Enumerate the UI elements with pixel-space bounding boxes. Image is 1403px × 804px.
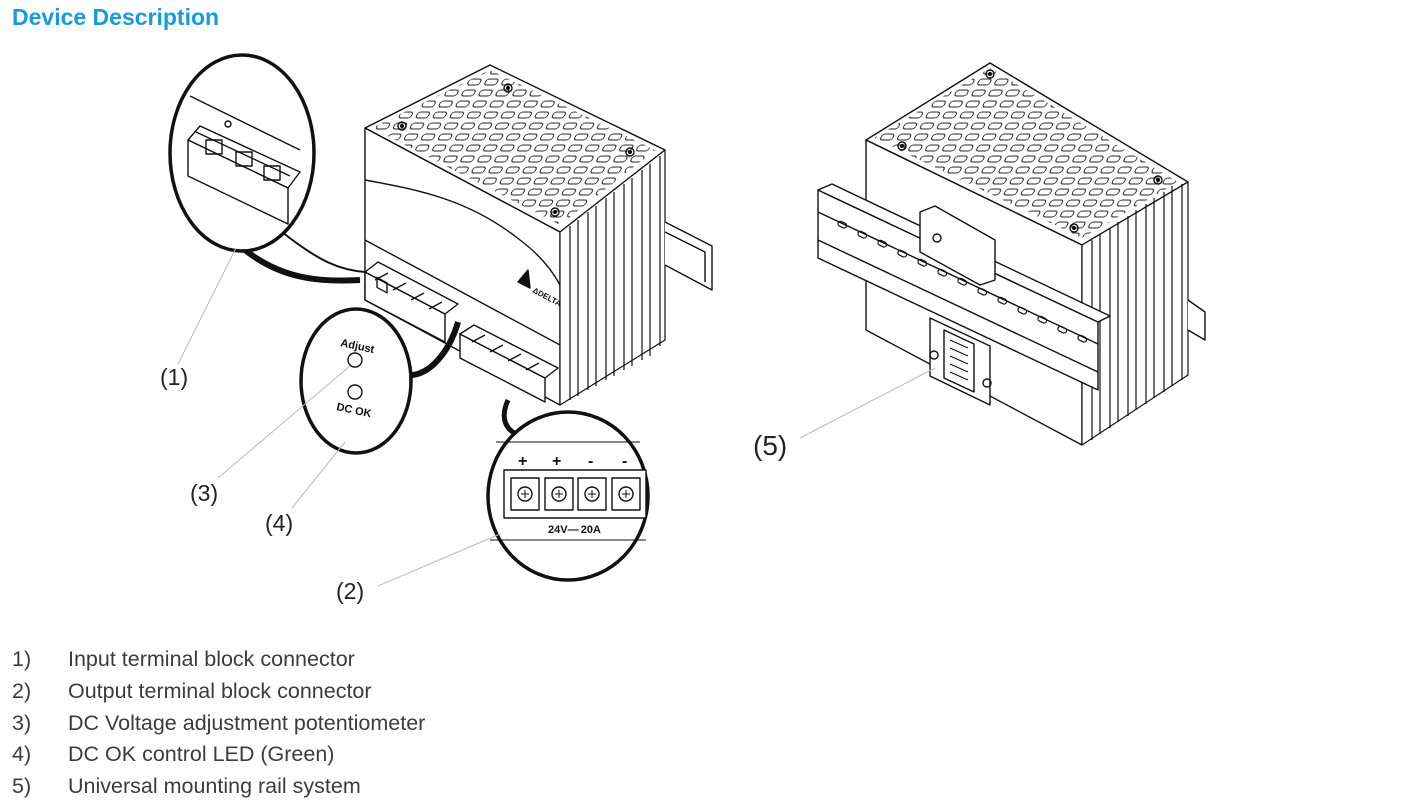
legend-item: 1) Input terminal block connector xyxy=(12,644,425,676)
polarity-4: - xyxy=(622,453,627,470)
polarity-1: + xyxy=(518,453,527,470)
legend-number: 2) xyxy=(12,678,32,703)
legend-item: 3) DC Voltage adjustment potentiometer xyxy=(12,708,425,740)
front-device: ΔDELTA xyxy=(364,64,713,406)
legend-text: Output terminal block connector xyxy=(68,678,372,703)
callout-4: (4) xyxy=(265,510,294,536)
component-legend: 1) Input terminal block connector 2) Outpu… xyxy=(12,644,425,803)
input-terminal-block xyxy=(364,261,459,343)
legend-number: 4) xyxy=(12,742,32,767)
page-title: Device Description xyxy=(12,4,220,30)
legend-number: 1) xyxy=(12,647,32,671)
legend-text: DC Voltage adjustment potentiometer xyxy=(68,710,426,735)
output-terminal-block xyxy=(459,324,559,403)
legend-text: Input terminal block connector xyxy=(68,647,355,671)
zoom-output-terminals: + + - - 24V— 20A xyxy=(377,398,650,587)
legend-number: 3) xyxy=(12,710,32,735)
legend-number: 5) xyxy=(12,774,32,799)
zoom-input-terminals xyxy=(168,53,366,365)
mounting-clip xyxy=(919,205,996,406)
polarity-2: + xyxy=(552,453,561,470)
polarity-3: - xyxy=(588,453,593,470)
legend-item: 2) Output terminal block connector xyxy=(12,676,425,708)
callout-5: (5) xyxy=(753,430,788,461)
callout-1: (1) xyxy=(160,364,189,390)
rear-device xyxy=(799,62,1206,446)
legend-text: DC OK control LED (Green) xyxy=(68,742,335,767)
callout-3: (3) xyxy=(190,480,219,506)
output-rating: 24V— 20A xyxy=(548,524,601,536)
legend-item: 5) Universal mounting rail system xyxy=(12,771,425,803)
device-illustration: ΔDELTA xyxy=(168,53,1206,587)
legend-item: 4) DC OK control LED (Green) xyxy=(12,739,425,771)
adjust-potentiometer xyxy=(347,352,363,368)
dc-ok-led xyxy=(347,384,363,400)
legend-text: Universal mounting rail system xyxy=(68,774,361,799)
callout-2: (2) xyxy=(336,578,365,604)
zoom-front-panel: Adjust DC OK xyxy=(217,307,461,509)
